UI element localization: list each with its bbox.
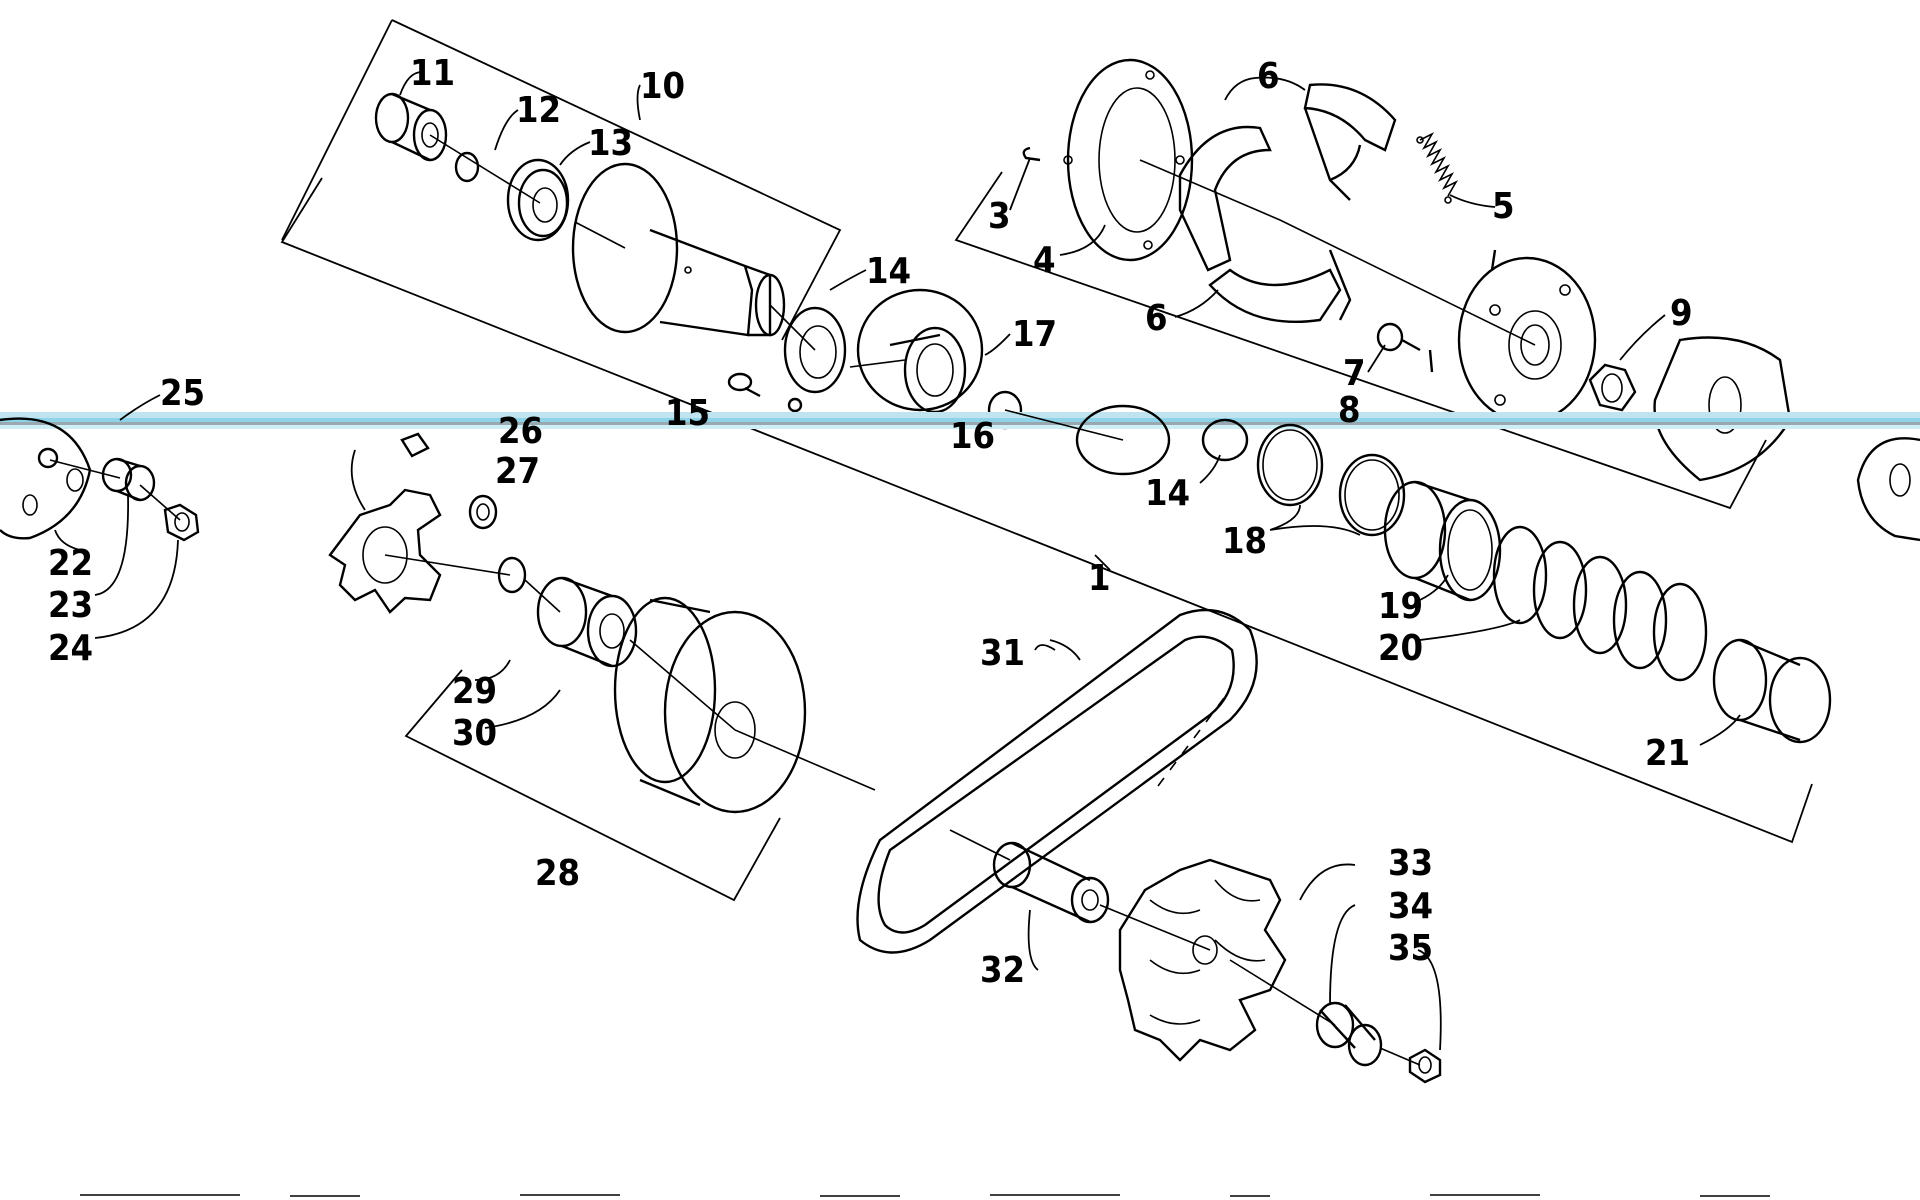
label-17: 17 <box>1012 314 1057 355</box>
part-6-shoe-upper <box>1178 83 1397 272</box>
part-20-spring <box>1492 525 1708 682</box>
label-4: 4 <box>1033 240 1056 281</box>
part-3-clip <box>1022 146 1041 162</box>
part-27-slider <box>468 494 498 530</box>
label-19: 19 <box>1378 586 1423 627</box>
bracket-10 <box>281 19 842 341</box>
part-19-collar <box>1383 480 1502 602</box>
part-ramp-plate <box>328 488 442 614</box>
part-5-spring <box>1416 132 1459 204</box>
label-34: 34 <box>1388 886 1433 927</box>
bracket-8 <box>954 171 1767 510</box>
part-6-shoe-lower <box>1208 249 1352 324</box>
part-7-nut <box>1376 322 1421 352</box>
bracket-1 <box>280 177 1813 844</box>
part-25-sheave-partial <box>0 417 92 540</box>
label-7: 7 <box>1343 353 1366 394</box>
label-20: 20 <box>1378 628 1423 669</box>
part-26-slider <box>400 432 430 458</box>
part-24-nut <box>163 503 200 542</box>
label-18: 18 <box>1222 521 1267 562</box>
part-4-plate <box>1063 58 1194 262</box>
part-33-fan <box>1118 858 1287 1062</box>
part-32-sleeve <box>992 841 1110 924</box>
label-23: 23 <box>48 585 93 626</box>
part-11-bushing <box>374 92 448 162</box>
label-31: 31 <box>980 633 1025 674</box>
part-14-seal-upper <box>783 306 847 394</box>
leader-lines <box>54 71 1741 1051</box>
label-21: 21 <box>1645 733 1690 774</box>
part-clutch-carrier <box>1428 249 1597 424</box>
label-3: 3 <box>988 196 1011 237</box>
part-9-nut <box>1588 363 1637 412</box>
label-1: 1 <box>1088 558 1111 599</box>
part-17-sheave <box>856 288 984 414</box>
label-5: 5 <box>1492 186 1515 227</box>
label-35: 35 <box>1388 928 1433 969</box>
label-26: 26 <box>498 411 543 452</box>
part-29-snap-ring <box>497 556 527 594</box>
label-24: 24 <box>48 628 93 669</box>
part-30-bushing <box>536 576 638 668</box>
part-35-nut <box>1408 1048 1442 1084</box>
part-18-rings <box>1256 423 1406 537</box>
label-32: 32 <box>980 950 1025 991</box>
label-33: 33 <box>1388 843 1433 884</box>
bottom-scan-artifacts <box>80 1194 1770 1197</box>
part-14-seal-lower <box>1075 404 1171 476</box>
label-6a: 6 <box>1257 56 1280 97</box>
part-31-belt <box>856 608 1258 954</box>
part-clutch-drum <box>1653 336 1792 482</box>
label-29: 29 <box>452 671 497 712</box>
part-34-collar <box>1315 1001 1383 1067</box>
part-23-spacer <box>101 457 156 502</box>
axis-lines <box>49 134 1536 1066</box>
part-labels: 1 3 4 5 6 6 7 8 9 10 11 12 13 14 14 15 1… <box>48 53 1693 991</box>
group-brackets <box>280 19 1813 902</box>
label-13: 13 <box>588 123 633 164</box>
label-10: 10 <box>640 66 685 107</box>
label-15: 15 <box>665 393 710 434</box>
part-28-drive-pulley <box>613 596 807 814</box>
label-22: 22 <box>48 543 93 584</box>
label-14a: 14 <box>866 251 911 292</box>
label-28: 28 <box>535 853 580 894</box>
label-30: 30 <box>452 713 497 754</box>
label-16: 16 <box>950 416 995 457</box>
part-15-screw <box>727 372 803 413</box>
label-25: 25 <box>160 373 205 414</box>
label-9: 9 <box>1670 293 1693 334</box>
part-drum-partial-right <box>1856 437 1920 542</box>
label-11: 11 <box>410 53 455 94</box>
label-14b: 14 <box>1145 473 1190 514</box>
part-21-cap <box>1712 638 1832 744</box>
scan-glitch-band <box>0 412 1920 429</box>
label-8: 8 <box>1338 390 1361 431</box>
part-14b-ring <box>1201 418 1249 462</box>
label-27: 27 <box>495 451 540 492</box>
label-12: 12 <box>516 90 561 131</box>
bracket-28 <box>404 669 781 902</box>
part-13-bearing <box>506 158 570 242</box>
part-12-snap-ring <box>454 151 480 183</box>
label-6b: 6 <box>1145 298 1168 339</box>
